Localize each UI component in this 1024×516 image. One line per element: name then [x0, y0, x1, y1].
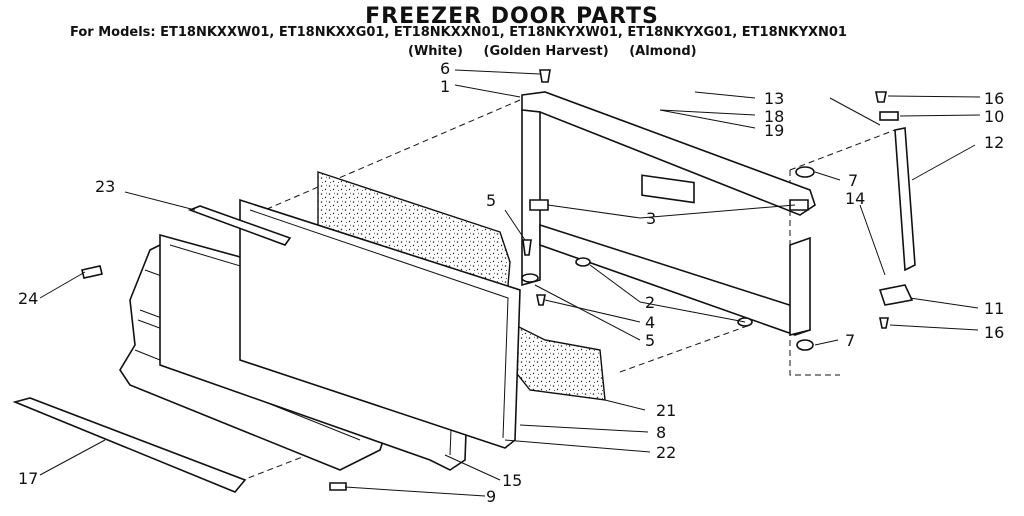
- assembly-guide-lines: [229, 99, 896, 486]
- callout-5-upper: 5: [486, 191, 496, 210]
- callout-18: 18: [764, 107, 784, 126]
- callout-3: 3: [646, 209, 656, 228]
- callout-12: 12: [984, 133, 1004, 152]
- callout-16-top: 16: [984, 89, 1004, 108]
- small-hardware: [81, 69, 815, 491]
- callout-21: 21: [656, 401, 676, 420]
- hinge-parts: [875, 91, 916, 329]
- callout-7-upper: 7: [848, 171, 858, 190]
- callout-4: 4: [645, 313, 655, 332]
- color-almond: (Almond): [629, 44, 697, 59]
- callout-10: 10: [984, 107, 1004, 126]
- callout-14: 14: [845, 189, 865, 208]
- diagram-title: FREEZER DOOR PARTS: [365, 4, 659, 29]
- callout-23: 23: [95, 177, 115, 196]
- callout-19: 19: [764, 121, 784, 140]
- callout-8: 8: [656, 423, 666, 442]
- model-list: For Models: ET18NKXXW01, ET18NKXXG01, ET…: [70, 25, 847, 40]
- callout-5-lower: 5: [645, 331, 655, 350]
- callout-17: 17: [18, 469, 38, 488]
- door-gaskets: [159, 198, 521, 471]
- callout-6: 6: [440, 59, 450, 78]
- trim-strips: [12, 205, 292, 493]
- color-golden-harvest: (Golden Harvest): [483, 44, 609, 59]
- callout-9: 9: [486, 487, 496, 506]
- callout-22: 22: [656, 443, 676, 462]
- frame-assembly: [521, 91, 816, 337]
- callout-1: 1: [440, 77, 450, 96]
- color-white: (White): [408, 44, 463, 59]
- color-legend: (White) (Golden Harvest) (Almond): [408, 44, 713, 59]
- callout-2: 2: [645, 293, 655, 312]
- callout-labels: 1 2 3 4 5 5 6 7 7 8 9 10 11 12 13 14 15 …: [18, 59, 1004, 506]
- callout-13: 13: [764, 89, 784, 108]
- callout-7-lower: 7: [845, 331, 855, 350]
- leader-lines: [39, 69, 981, 497]
- callout-24: 24: [18, 289, 38, 308]
- callout-15: 15: [502, 471, 522, 490]
- callout-16-bottom: 16: [984, 323, 1004, 342]
- callout-11: 11: [984, 299, 1004, 318]
